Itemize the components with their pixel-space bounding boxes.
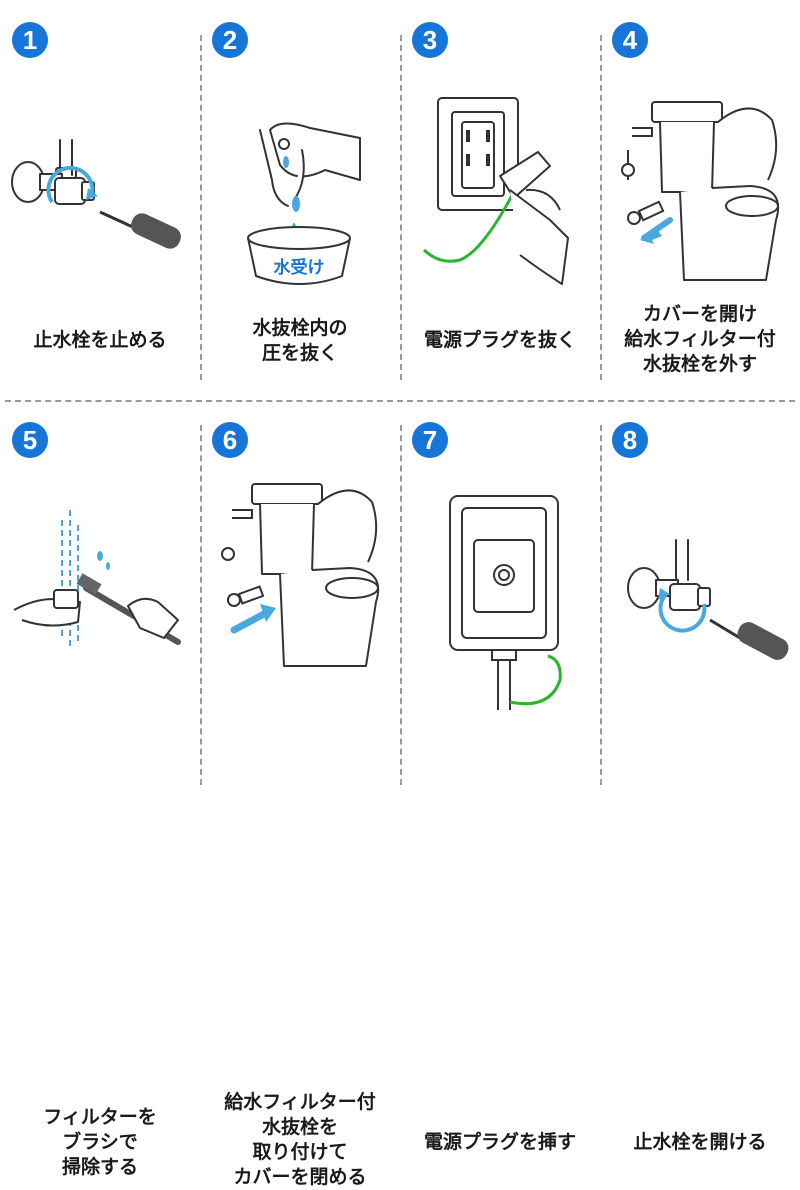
step-5: 5 フィルターを ブラシで 掃除する [0, 400, 200, 1178]
step-number-badge: 2 [212, 22, 248, 58]
step-1: 1 止水栓を止める [0, 0, 200, 400]
unplug-power-illustration [422, 97, 569, 285]
power-cord [509, 654, 562, 706]
divider-horizontal [5, 400, 795, 402]
plug-in-power-illustration [449, 495, 562, 710]
step-2: 2 水受け 水抜栓内の 圧を抜く [200, 0, 400, 400]
step-caption: 給水フィルター付 水抜栓を 取り付けて カバーを閉める [224, 1091, 376, 1188]
step-6: 6 給水フィルター付 水抜栓を 取り付けて カバーを閉める [200, 400, 400, 1188]
step-caption: 電源プラグを抜く [423, 329, 576, 351]
divider-vertical [600, 425, 602, 785]
shutoff-valve-close-illustration [11, 139, 181, 249]
step-caption: 止水栓を止める [33, 329, 167, 351]
screwdriver-icon [709, 618, 789, 660]
rotate-arrow-icon [658, 592, 707, 633]
step-7: 7 電源プラグを挿す [400, 400, 600, 1153]
rotate-arrow-icon [46, 165, 95, 204]
step-4: 4 カバーを開け 給水フィルター付 水抜栓を外す [600, 0, 800, 400]
power-cord [422, 179, 522, 263]
step-number-badge: 7 [412, 422, 448, 458]
step-number-badge: 6 [212, 422, 248, 458]
screwdriver-icon [99, 210, 181, 249]
step-number-badge: 4 [612, 22, 648, 58]
step-caption: フィルターを ブラシで 掃除する [43, 1106, 157, 1178]
shutoff-valve-open-illustration [627, 539, 789, 660]
step-number-badge: 3 [412, 22, 448, 58]
drain-plug-part [627, 200, 665, 225]
divider-vertical [200, 425, 202, 785]
step-8: 8 止水栓を開ける [600, 400, 800, 1153]
clean-filter-illustration [13, 510, 181, 650]
divider-vertical [400, 425, 402, 785]
remove-drain-plug-illustration [621, 101, 780, 281]
step-caption: 止水栓を開ける [633, 1131, 767, 1153]
step-number-badge: 1 [12, 22, 48, 58]
water-bowl-label: 水受け [274, 257, 325, 277]
drain-plug-pressure-illustration: 水受け [247, 122, 361, 285]
arrow-right-icon [230, 610, 268, 634]
step-caption: カバーを開け 給水フィルター付 水抜栓を外す [624, 303, 776, 375]
divider-vertical [600, 35, 602, 380]
step-3: 3 電源プラグを抜く [400, 0, 600, 400]
step-caption: 水抜栓内の 圧を抜く [252, 317, 348, 364]
divider-vertical [400, 35, 402, 380]
attach-drain-plug-illustration [221, 483, 380, 667]
step-caption: 電源プラグを挿す [423, 1131, 576, 1153]
step-number-badge: 5 [12, 422, 48, 458]
divider-vertical [200, 35, 202, 380]
step-number-badge: 8 [612, 422, 648, 458]
